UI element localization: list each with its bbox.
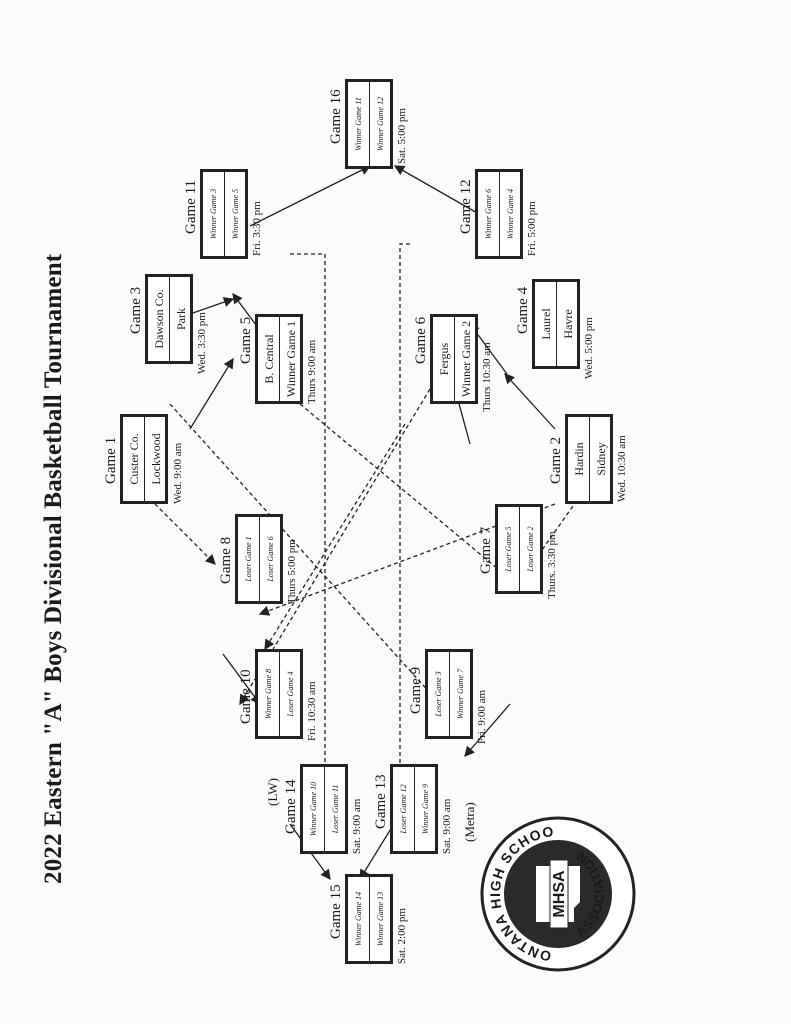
- game-time: Sat. 2:00 pm: [396, 908, 408, 964]
- team-slot: Loser Game 4: [285, 671, 295, 717]
- team-slot: Lockwood: [148, 433, 163, 485]
- game-time: Fri. 9:00 am: [476, 689, 488, 744]
- team-slot: Winner Game 6: [478, 172, 500, 256]
- team-slot: Loser Game 2: [525, 526, 535, 572]
- team-slot: Winner Game 7: [455, 668, 465, 720]
- game-box: Winner Game 11 Winner Game 12: [345, 79, 393, 169]
- team-slot: Havre: [560, 309, 575, 339]
- team-slot: Loser Game 5: [498, 507, 520, 591]
- game-time: Wed. 9:00 am: [172, 442, 184, 504]
- team-slot: Dawson Co.: [148, 277, 170, 361]
- team-slot: Winner Game 12: [375, 96, 385, 152]
- game-time: Sat. 9:00 am: [441, 798, 453, 854]
- team-slot: Winner Game 4: [505, 188, 515, 240]
- game-time: Wed. 3:30 pm: [196, 312, 208, 374]
- game-box: Custer Co.Lockwood: [120, 414, 168, 504]
- game-box: Winner Game 8 Loser Game 4: [255, 649, 303, 739]
- game-label: Game 6: [413, 316, 429, 364]
- game-label: Game 2: [548, 436, 564, 484]
- game-box: Loser Game 1 Loser Game 6: [235, 514, 283, 604]
- game-box: Loser Game 12 Winner Game 9: [390, 764, 438, 854]
- game-label: Game 8: [218, 536, 234, 584]
- team-slot: Laurel: [535, 282, 557, 366]
- game-box: Winner Game 3 Winner Game 5: [200, 169, 248, 259]
- game-time: Fri. 10:30 am: [306, 681, 318, 741]
- game-label: Game 14: [283, 779, 299, 834]
- team-slot: Hardin: [568, 417, 590, 501]
- game-box: Dawson Co.Park: [145, 274, 193, 364]
- team-slot: Loser Game 1: [238, 517, 260, 601]
- team-slot: Winner Game 14: [348, 877, 370, 961]
- game-time: Wed. 10:30 am: [616, 435, 628, 502]
- game-label: Game 3: [128, 286, 144, 334]
- team-slot: Park: [173, 308, 188, 330]
- game-time: Thurs 10:30 am: [481, 342, 493, 412]
- game-box: Loser Game 5 Loser Game 2: [495, 504, 543, 594]
- team-slot: Winner Game 8: [258, 652, 280, 736]
- game-time: Thurs 9:00 am: [306, 339, 318, 404]
- game-time: Wed. 5:00 pm: [583, 317, 595, 379]
- game-label: Game 13: [373, 774, 389, 829]
- team-slot: Winner Game 13: [375, 891, 385, 947]
- game-label: Game 4: [515, 286, 531, 334]
- team-slot: Sidney: [593, 442, 608, 476]
- game-label: Game 7: [478, 526, 494, 574]
- game-site: (Metra): [462, 802, 477, 842]
- game-label: Game 16: [328, 89, 344, 144]
- team-slot: Custer Co.: [123, 417, 145, 501]
- game-site: (LW): [265, 778, 280, 806]
- logo-initials: MHSA: [551, 870, 568, 918]
- team-slot: B. Central: [258, 317, 280, 401]
- team-slot: Winner Game 5: [230, 188, 240, 240]
- game-time: Thurs 5:00 pm: [286, 539, 298, 604]
- game-time: Fri. 3:30 pm: [251, 201, 263, 256]
- game-label: Game 10: [238, 669, 254, 724]
- game-box: Winner Game 6 Winner Game 4: [475, 169, 523, 259]
- team-slot: Loser Game 3: [428, 652, 450, 736]
- team-slot: Winner Game 1: [283, 320, 298, 398]
- mhsa-logo: MONTANA HIGH SCHOOL ASSOCIATION MHSA: [465, 814, 638, 980]
- game-time: Sat. 9:00 am: [351, 798, 363, 854]
- game-label: Game 9: [408, 666, 424, 714]
- team-slot: Winner Game 3: [203, 172, 225, 256]
- game-label: Game 15: [328, 884, 344, 939]
- team-slot: Fergus: [433, 317, 455, 401]
- team-slot: Winner Game 2: [458, 320, 473, 398]
- game-box: Winner Game 10 Loser Game 11: [300, 764, 348, 854]
- team-slot: Winner Game 10: [303, 767, 325, 851]
- game-box: Winner Game 14 Winner Game 13: [345, 874, 393, 964]
- game-box: Loser Game 3 Winner Game 7: [425, 649, 473, 739]
- team-slot: Loser Game 6: [265, 536, 275, 582]
- game-label: Game 11: [183, 179, 199, 234]
- game-time: Thurs. 3:30 pm: [546, 531, 558, 599]
- team-slot: Winner Game 9: [420, 783, 430, 835]
- game-label: Game 5: [238, 316, 254, 364]
- team-slot: Loser Game 11: [330, 784, 340, 834]
- game-label: Game 12: [458, 179, 474, 234]
- team-slot: Winner Game 11: [348, 82, 370, 166]
- mhsa-seal-icon: MONTANA HIGH SCHOOL ASSOCIATION MHSA: [465, 816, 636, 980]
- game-label: Game 1: [103, 436, 119, 484]
- game-time: Fri. 5:00 pm: [526, 201, 538, 256]
- team-slot: Loser Game 12: [393, 767, 415, 851]
- game-time: Sat. 5:00 pm: [396, 108, 408, 164]
